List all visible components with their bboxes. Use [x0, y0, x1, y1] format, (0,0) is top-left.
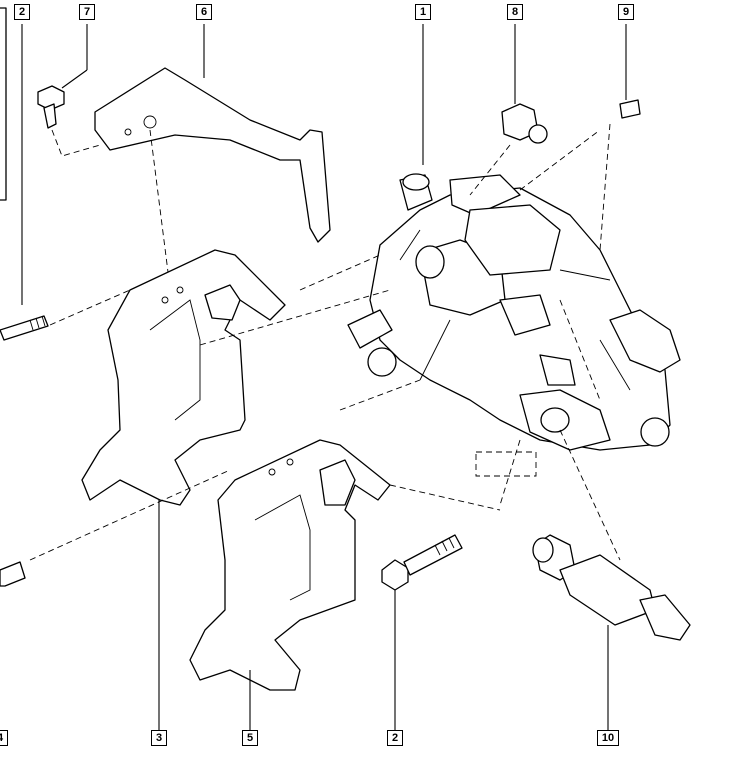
- callout-2-top: 2: [14, 4, 30, 20]
- part-3-left-bracket: [49, 249, 391, 730]
- part-2-bolt-center: [381, 534, 463, 730]
- callout-2-bottom: 2: [387, 730, 403, 746]
- callout-3: 3: [151, 730, 167, 746]
- part-9-pin: [519, 24, 641, 251]
- part-4-bolt-left: [0, 469, 231, 587]
- part-8-sensor: [469, 24, 548, 196]
- callout-7: 7: [79, 4, 95, 20]
- part-7-small-bolt: [37, 24, 101, 157]
- callout-9: 9: [618, 4, 634, 20]
- callout-5: 5: [242, 730, 258, 746]
- callout-6: 6: [196, 4, 212, 20]
- callout-10: 10: [597, 730, 619, 746]
- part-6-upper-bracket: [94, 24, 331, 273]
- part-2-long-bolt-left: [0, 7, 49, 341]
- part-10-solenoid-valve: [532, 299, 691, 730]
- callout-8: 8: [507, 4, 523, 20]
- callout-4: 4: [0, 730, 8, 746]
- part-5-right-bracket: [189, 439, 501, 730]
- callout-1: 1: [415, 4, 431, 20]
- part-1-injection-pump: [339, 24, 681, 506]
